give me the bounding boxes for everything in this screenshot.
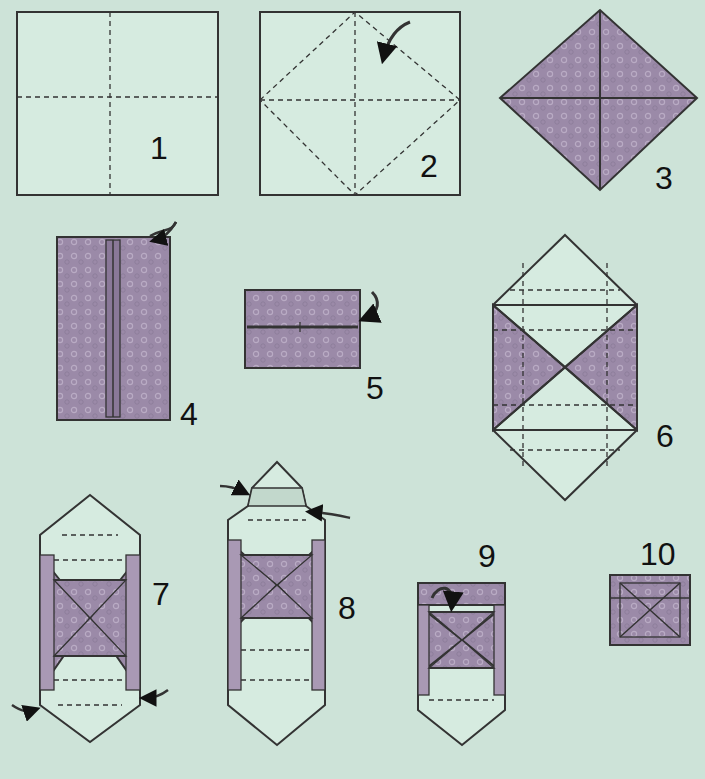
opened-hexagon [493,235,637,500]
step-number: 7 [152,578,170,610]
finished-box [610,575,690,645]
step-number: 8 [338,592,356,624]
step-number: 5 [366,372,384,404]
square-paper-corners [260,12,460,195]
step-number: 10 [640,538,676,570]
folded-rectangle [57,222,176,420]
step-number: 1 [150,132,168,164]
folded-top [418,583,505,745]
step-number: 6 [656,420,674,452]
step-number: 2 [420,150,438,182]
step-number: 4 [180,398,198,430]
step-number: 3 [655,162,673,194]
folded-sides [12,495,168,742]
square-paper [17,12,218,195]
folded-strip [245,290,377,368]
folded-neck [220,462,350,745]
step-number: 9 [478,540,496,572]
